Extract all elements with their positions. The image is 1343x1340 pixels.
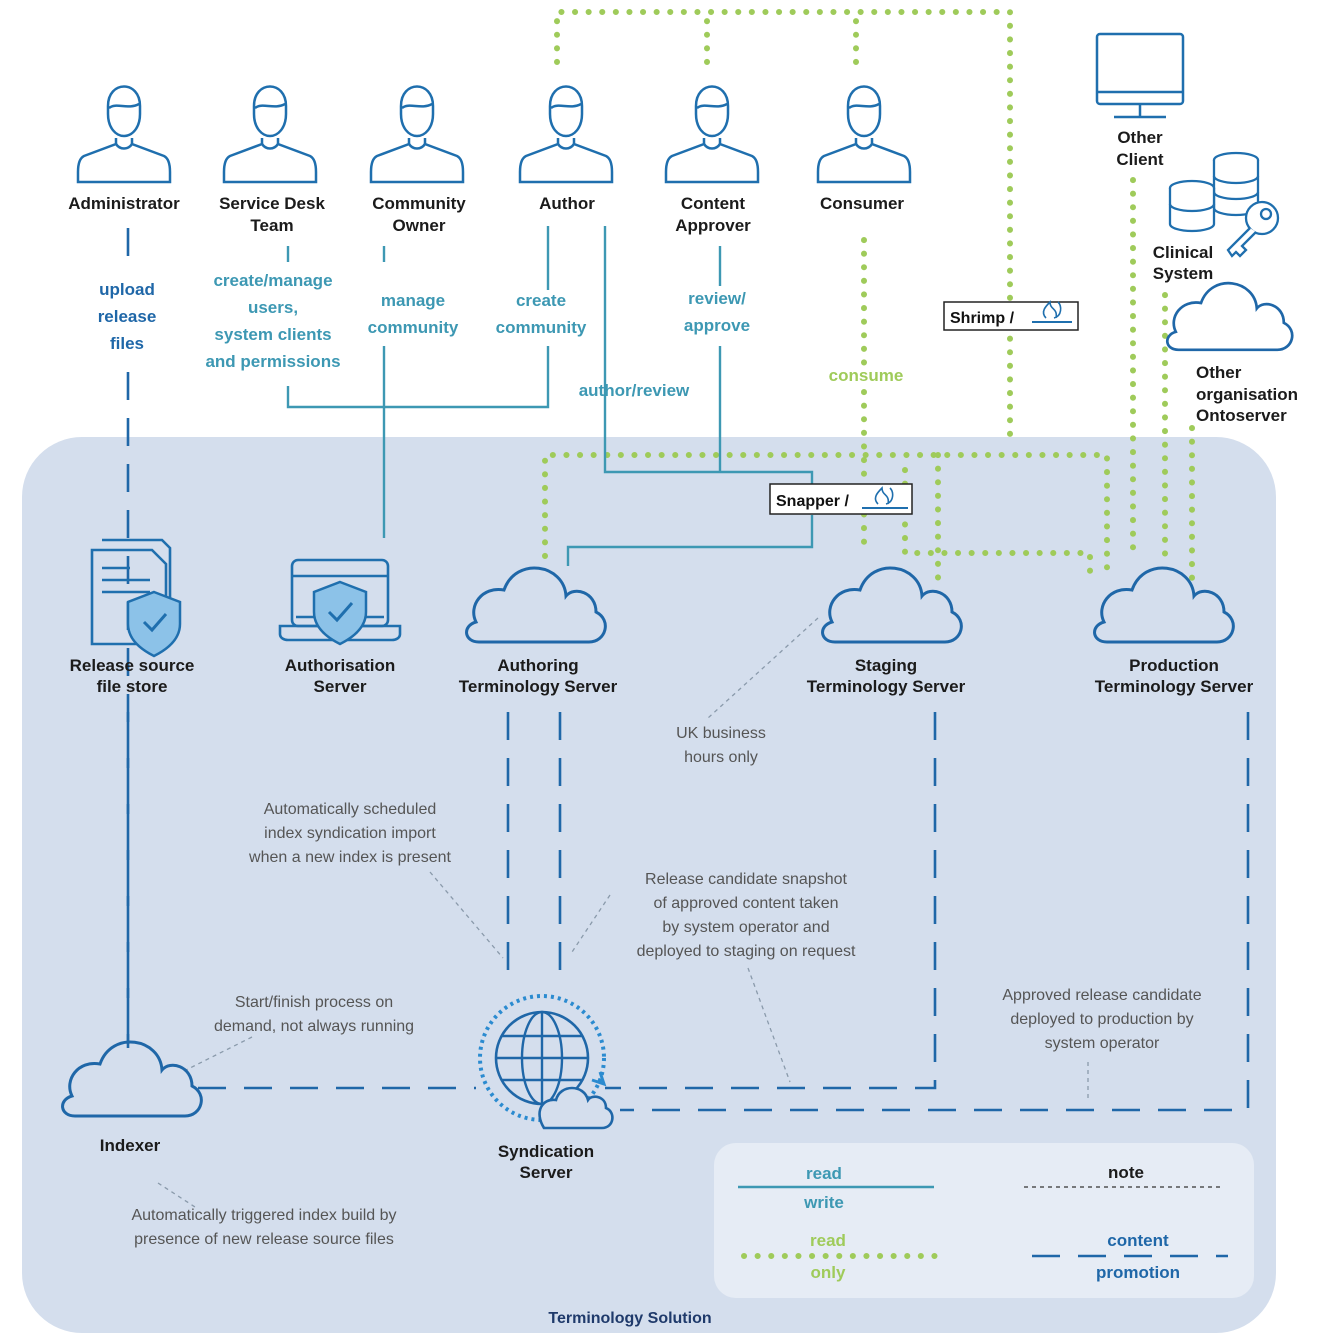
release-store-label-2: file store [97, 677, 168, 696]
other-org-label: Other [1196, 363, 1242, 382]
note-release-3: by system operator and [662, 919, 829, 936]
staging-server-label: Staging [855, 656, 917, 675]
note-uk-hours-2: hours only [684, 749, 758, 766]
solution-label: Terminology Solution [548, 1310, 711, 1327]
legend-promotion: promotion [1096, 1263, 1180, 1282]
content-approver-label-2: Approver [675, 216, 751, 235]
read-only-lines [542, 9, 1195, 588]
service-desk-label-2: Team [250, 216, 293, 235]
terminology-solution-panel [22, 437, 1276, 1333]
create-community-label-2: community [496, 318, 587, 337]
note-lines [157, 617, 1089, 1208]
upload-label-3: files [110, 334, 144, 353]
other-org-label-2: organisation [1196, 385, 1298, 404]
legend-content: content [1107, 1231, 1169, 1250]
note-triggered: Automatically triggered index build by [131, 1207, 396, 1224]
community-owner-icon [369, 85, 465, 184]
monitor-icon [1095, 32, 1185, 119]
note-release-4: deployed to staging on request [637, 943, 856, 960]
service-desk-icon [222, 85, 318, 184]
note-approved: Approved release candidate [1002, 987, 1201, 1004]
administrator-label: Administrator [68, 194, 180, 213]
syndication-server-label: Syndication [498, 1142, 594, 1161]
legend-note: note [1108, 1163, 1144, 1182]
production-server-label-2: Terminology Server [1095, 677, 1254, 696]
note-start-finish-2: demand, not always running [214, 1018, 414, 1035]
manage-community-label: manage [381, 291, 445, 310]
create-manage-label-3: system clients [214, 325, 331, 344]
staging-server-label-2: Terminology Server [807, 677, 966, 696]
shrimp-tag: Shrimp / [943, 300, 1079, 331]
read-write-lines [286, 226, 814, 566]
note-uk-hours: UK business [676, 725, 766, 742]
syndication-globe-icon [478, 994, 614, 1130]
note-release-2: of approved content taken [653, 895, 838, 912]
manage-community-label-2: community [368, 318, 459, 337]
author-review-label: author/review [579, 381, 690, 400]
community-owner-label-2: Owner [393, 216, 446, 235]
clinical-system-label: Clinical [1153, 243, 1213, 262]
community-owner-label: Community [372, 194, 466, 213]
other-client-label-2: Client [1116, 150, 1164, 169]
clinical-system-label-2: System [1153, 264, 1213, 283]
note-approved-3: system operator [1045, 1035, 1160, 1052]
auth-server-label: Authorisation [285, 656, 396, 675]
review-approve-label-2: approve [684, 316, 750, 335]
create-manage-label-2: users, [248, 298, 298, 317]
syndication-server-label-2: Server [520, 1163, 573, 1182]
other-org-label-3: Ontoserver [1196, 406, 1287, 425]
note-scheduled: Automatically scheduled [264, 801, 437, 818]
svg-text:Snapper /: Snapper / [776, 493, 849, 510]
legend-read-only: read [810, 1231, 846, 1250]
authoring-server-label: Authoring [497, 656, 578, 675]
create-manage-label-4: and permissions [205, 352, 340, 371]
content-approver-label: Content [681, 194, 746, 213]
consumer-icon [816, 85, 912, 184]
snapper-tag: Snapper / [769, 483, 913, 515]
author-label: Author [539, 194, 595, 213]
legend: read write note read only content promot… [738, 1163, 1228, 1282]
create-community-label: create [516, 291, 566, 310]
content-approver-icon [664, 85, 760, 184]
other-client-label: Other [1117, 128, 1163, 147]
note-triggered-2: presence of new release source files [134, 1231, 394, 1248]
flame-icon [1042, 300, 1062, 319]
database-key-icon [1168, 151, 1280, 258]
note-scheduled-3: when a new index is present [248, 849, 451, 866]
other-org-cloud-icon [1165, 281, 1294, 352]
svg-text:Shrimp /: Shrimp / [950, 310, 1015, 327]
authoring-server-label-2: Terminology Server [459, 677, 618, 696]
administrator-icon [76, 85, 172, 184]
auth-server-label-2: Server [314, 677, 367, 696]
indexer-label: Indexer [100, 1136, 161, 1155]
consume-label: consume [829, 366, 904, 385]
legend-panel [714, 1143, 1254, 1298]
content-promotion-lines [126, 228, 1250, 1112]
laptop-shield-icon [278, 558, 402, 646]
create-manage-label: create/manage [213, 271, 332, 290]
service-desk-label: Service Desk [219, 194, 325, 213]
note-scheduled-2: index syndication import [264, 825, 436, 842]
file-shield-icon [90, 538, 182, 658]
consumer-label: Consumer [820, 194, 904, 213]
note-approved-2: deployed to production by [1010, 1011, 1193, 1028]
review-approve-label: review/ [688, 289, 746, 308]
flame-icon [874, 486, 894, 505]
note-release: Release candidate snapshot [645, 871, 847, 888]
legend-read: read [806, 1164, 842, 1183]
legend-only: only [811, 1263, 846, 1282]
note-start-finish: Start/finish process on [235, 994, 393, 1011]
legend-write: write [803, 1193, 844, 1212]
upload-label-2: release [98, 307, 157, 326]
release-store-label: Release source [70, 656, 195, 675]
upload-label: upload [99, 280, 155, 299]
production-server-label: Production [1129, 656, 1219, 675]
author-icon [518, 85, 614, 184]
